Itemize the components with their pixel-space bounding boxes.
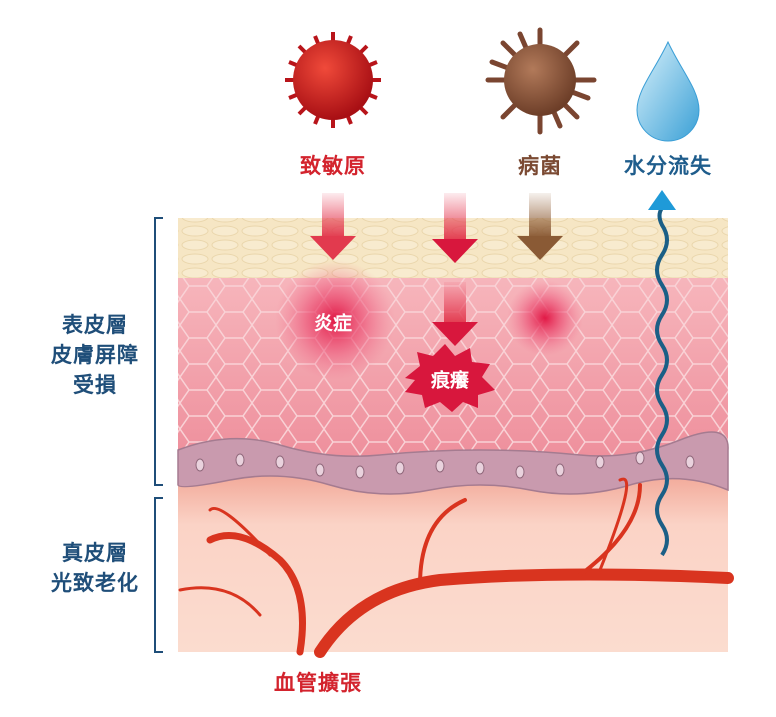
arrow-head-icon — [648, 190, 676, 210]
bacteria-label: 病菌 — [518, 154, 562, 178]
dermis-label-line: 真皮層 — [62, 541, 128, 565]
vasodilation-label: 血管擴張 — [274, 671, 362, 695]
epidermis-label: 表皮層 皮膚屏障 受損 — [51, 310, 139, 400]
dermis-bracket — [154, 497, 163, 653]
itch-burst — [405, 344, 495, 412]
blood-vessels — [178, 477, 734, 658]
water-loss-arrow — [655, 206, 669, 557]
inflammation-glow — [275, 260, 395, 380]
water-loss-label: 水分流失 — [624, 154, 712, 178]
dermis-label-line: 光致老化 — [51, 571, 139, 595]
inflammation-label: 炎症 — [313, 312, 353, 335]
bacteria-arrow — [517, 193, 563, 260]
allergen-label: 致敏原 — [300, 154, 366, 178]
bacteria-infection-glow — [507, 280, 583, 356]
water-drop-icon — [636, 40, 700, 142]
allergen-arrow — [310, 193, 356, 260]
basal-layer — [177, 431, 729, 495]
itch-label: 痕癢 — [430, 369, 470, 392]
itch-arrow — [432, 282, 478, 346]
allergen-virus-icon — [285, 32, 381, 128]
dermis-layer — [178, 470, 728, 652]
epidermis-label-line: 皮膚屏障 — [51, 343, 139, 367]
dermis-label: 真皮層 光致老化 — [51, 538, 139, 598]
bacteria-virus-icon — [485, 27, 597, 135]
epidermis-label-line: 受損 — [73, 373, 117, 397]
epidermis-bracket — [154, 217, 163, 486]
epidermis-label-line: 表皮層 — [62, 313, 128, 337]
allergen-deep-arrow — [432, 193, 478, 263]
